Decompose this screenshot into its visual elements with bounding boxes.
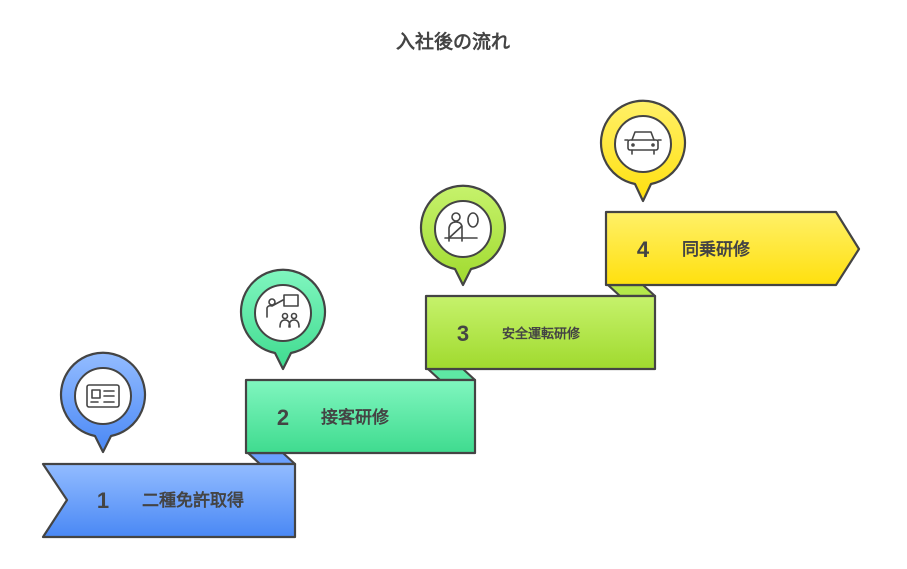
step-1-label: 二種免許取得 (142, 490, 244, 511)
step-3-number: 3 (457, 321, 469, 346)
step-1-pin (59, 351, 147, 454)
seatbelt-icon (444, 212, 479, 242)
step-3: 3 安全運転研修 (419, 184, 657, 371)
step-1-number: 1 (97, 488, 109, 513)
step-2-banner (244, 378, 477, 455)
step-2: 2 接客研修 (239, 268, 477, 455)
fold-2-3 (426, 367, 477, 382)
step-3-pin (419, 184, 507, 287)
presentation-icon (266, 294, 300, 328)
step-4-label: 同乗研修 (682, 239, 751, 260)
id-card-icon (86, 384, 120, 408)
fold-3-4 (606, 283, 657, 298)
step-2-number: 2 (277, 405, 289, 430)
step-2-pin (239, 268, 327, 371)
step-4-pin (599, 99, 687, 203)
fold-1-2 (246, 451, 297, 466)
diagram-title: 入社後の流れ (396, 30, 510, 53)
step-3-banner (424, 294, 657, 371)
step-1: 1 二種免許取得 (41, 351, 297, 539)
step-4: 4 同乗研修 (599, 99, 861, 287)
step-3-label: 安全運転研修 (502, 326, 581, 342)
step-2-label: 接客研修 (321, 407, 390, 428)
car-icon (624, 131, 662, 155)
step-4-banner (604, 210, 861, 287)
step-1-banner (41, 462, 297, 539)
step-4-number: 4 (637, 237, 650, 262)
